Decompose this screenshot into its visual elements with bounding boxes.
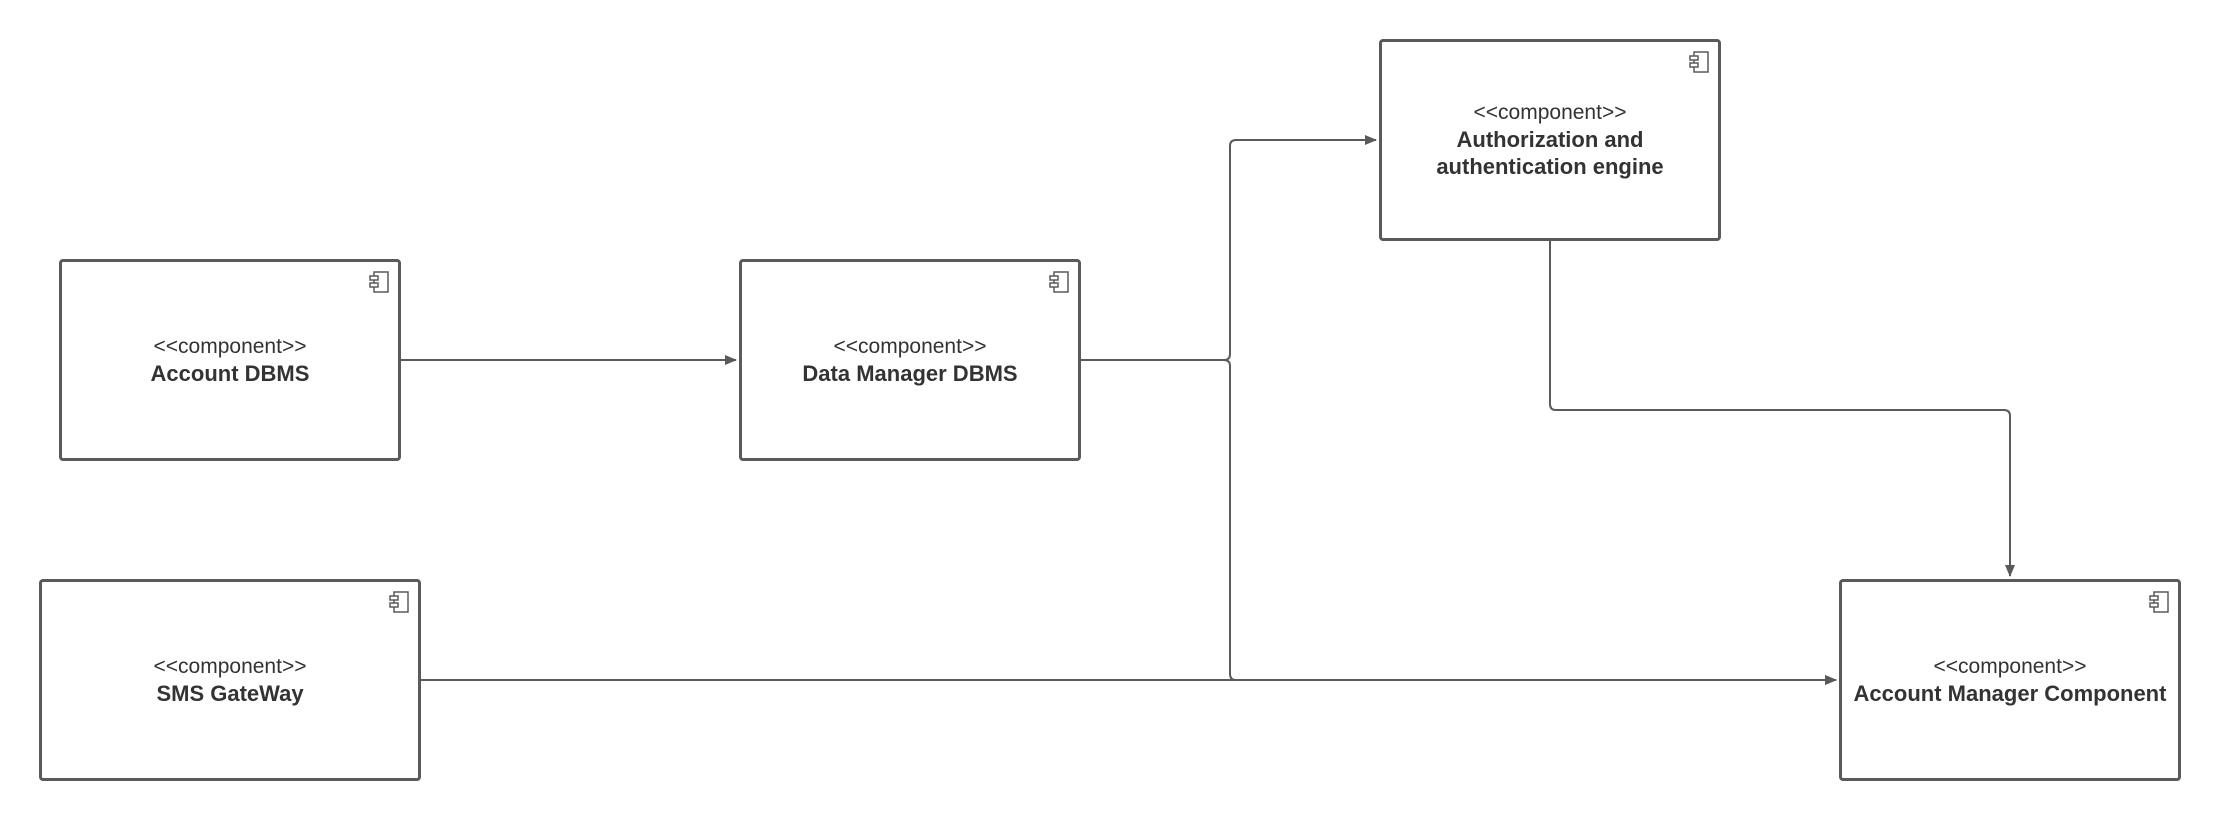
component-icon [1689, 51, 1709, 73]
component-name: Data Manager DBMS [802, 360, 1018, 386]
component-icon [1049, 271, 1069, 293]
component-name: SMS GateWay [156, 680, 304, 706]
component-name: Account Manager Component [1853, 680, 2167, 706]
component-stereotype: <<component>> [153, 654, 307, 678]
component-account-dbms[interactable]: <<component>> Account DBMS [59, 259, 401, 461]
component-stereotype: <<component>> [1933, 654, 2087, 678]
component-stereotype: <<component>> [153, 334, 307, 358]
connector-data-manager-to-account-manager[interactable] [1223, 359, 1837, 685]
component-icon [389, 591, 409, 613]
component-icon [2149, 591, 2169, 613]
connector-data-manager-to-auth-engine[interactable] [1081, 135, 1377, 361]
component-data-manager-dbms[interactable]: <<component>> Data Manager DBMS [739, 259, 1081, 461]
component-name: Account DBMS [150, 360, 310, 386]
component-name: Authorization and authentication engine [1436, 127, 1664, 179]
component-stereotype: <<component>> [833, 334, 987, 358]
component-sms-gateway[interactable]: <<component>> SMS GateWay [39, 579, 421, 781]
component-auth-engine[interactable]: <<component>> Authorization and authenti… [1379, 39, 1721, 241]
connector-auth-engine-to-account-manager[interactable] [1549, 241, 2015, 577]
component-stereotype: <<component>> [1473, 101, 1627, 124]
component-account-manager[interactable]: <<component>> Account Manager Component [1839, 579, 2181, 781]
component-icon [369, 271, 389, 293]
